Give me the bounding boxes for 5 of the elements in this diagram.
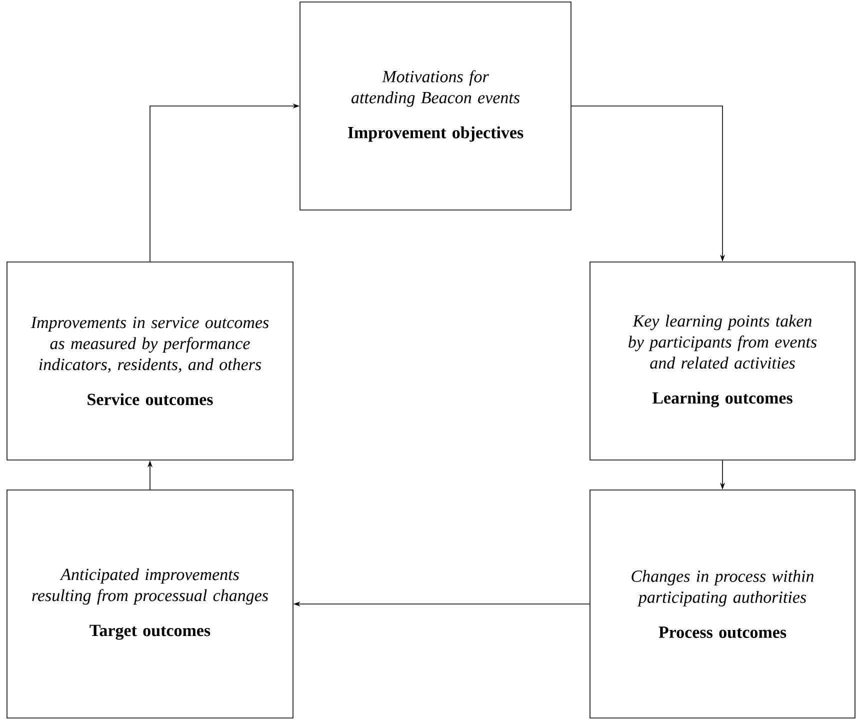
process-box: Motivations for attending Beacon events Improvement objectives (300, 2, 572, 210)
process-box: Improvements in service outcomes as measured by performance indicators, residents, and others Service outcomes (6, 262, 294, 460)
process-box: Changes in process within participating authorities Process outcomes (590, 490, 856, 718)
process-box: Key learning points taken by participants from events and related activities Learning outcomes (590, 262, 856, 460)
process-box: Anticipated improvements resulting from processual changes Target outcomes (6, 490, 294, 718)
